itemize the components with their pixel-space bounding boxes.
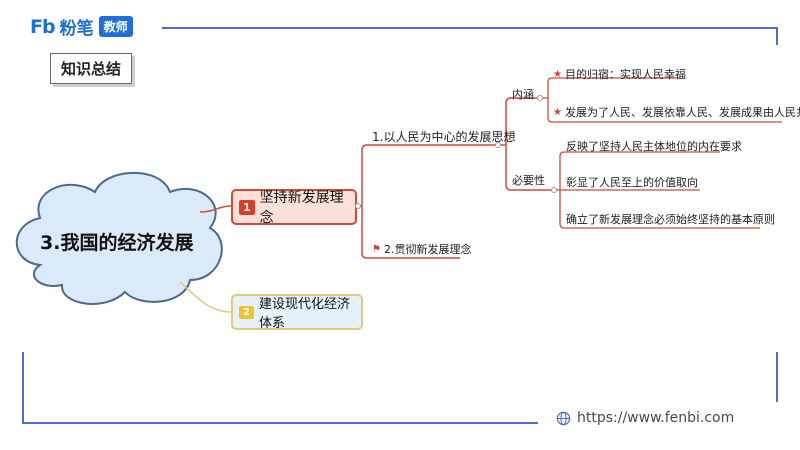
collapse-dot[interactable]: [355, 203, 361, 209]
main-branch-2-label: 建设现代化经济体系: [258, 297, 350, 331]
neihan-item-1: ★ 目的归宿：实现人民幸福: [553, 66, 686, 82]
main-branch-1: 1 坚持新发展理念: [231, 189, 357, 226]
frame-line-bottom: [22, 422, 538, 424]
collapse-dot[interactable]: [495, 142, 501, 148]
central-topic: 3.我国的经济发展: [40, 232, 194, 254]
brand-badge: 教师: [98, 16, 133, 37]
neihan-item-2: ★ 发展为了人民、发展依靠人民、发展成果由人民共享: [553, 104, 800, 120]
globe-icon: [556, 411, 571, 425]
flag-icon: ⚑: [372, 243, 381, 255]
neihan-label: 内涵: [512, 88, 534, 101]
central-cloud: [15, 171, 223, 305]
brand-name: 粉笔: [59, 19, 94, 39]
frame-line-top: [162, 27, 778, 29]
main-branch-2: 2 建设现代化经济体系: [231, 294, 363, 331]
frame-line-left-bottom: [22, 352, 24, 424]
summary-title: 知识总结: [50, 53, 133, 84]
main-branch-1-number: 1: [239, 199, 255, 215]
main-branch-2-number: 2: [239, 305, 254, 319]
frame-line-right-bottom: [776, 352, 778, 402]
sub-branch-2-label: 2.贯彻新发展理念: [383, 243, 472, 256]
star-icon: ★: [553, 68, 562, 80]
website-link[interactable]: https://www.fenbi.com: [556, 410, 734, 426]
biyaoxing-item-1: 反映了坚持人民主体地位的内在要求: [566, 140, 742, 153]
biyaoxing-item-3: 确立了新发展理念必须始终坚持的基本原则: [566, 213, 775, 226]
collapse-dot[interactable]: [537, 95, 543, 101]
sub-branch-2: ⚑ 2.贯彻新发展理念: [372, 241, 471, 257]
website-url: https://www.fenbi.com: [577, 410, 735, 426]
frame-line-right-top: [776, 27, 778, 45]
star-icon: ★: [553, 106, 562, 118]
neihan-item-2-text: 发展为了人民、发展依靠人民、发展成果由人民共享: [564, 106, 800, 119]
neihan-item-1-text: 目的归宿：实现人民幸福: [564, 68, 686, 81]
main-branch-1-label: 坚持新发展理念: [259, 190, 344, 226]
biyaoxing-item-2: 彰显了人民至上的价值取向: [566, 176, 698, 189]
sub-branch-1: 1.以人民为中心的发展思想: [372, 130, 516, 144]
biyaoxing-label: 必要性: [512, 174, 545, 187]
collapse-dot[interactable]: [551, 187, 557, 193]
brand-header: Fb 粉笔 教师: [30, 14, 133, 39]
brand-logo-icon: Fb: [30, 15, 56, 38]
